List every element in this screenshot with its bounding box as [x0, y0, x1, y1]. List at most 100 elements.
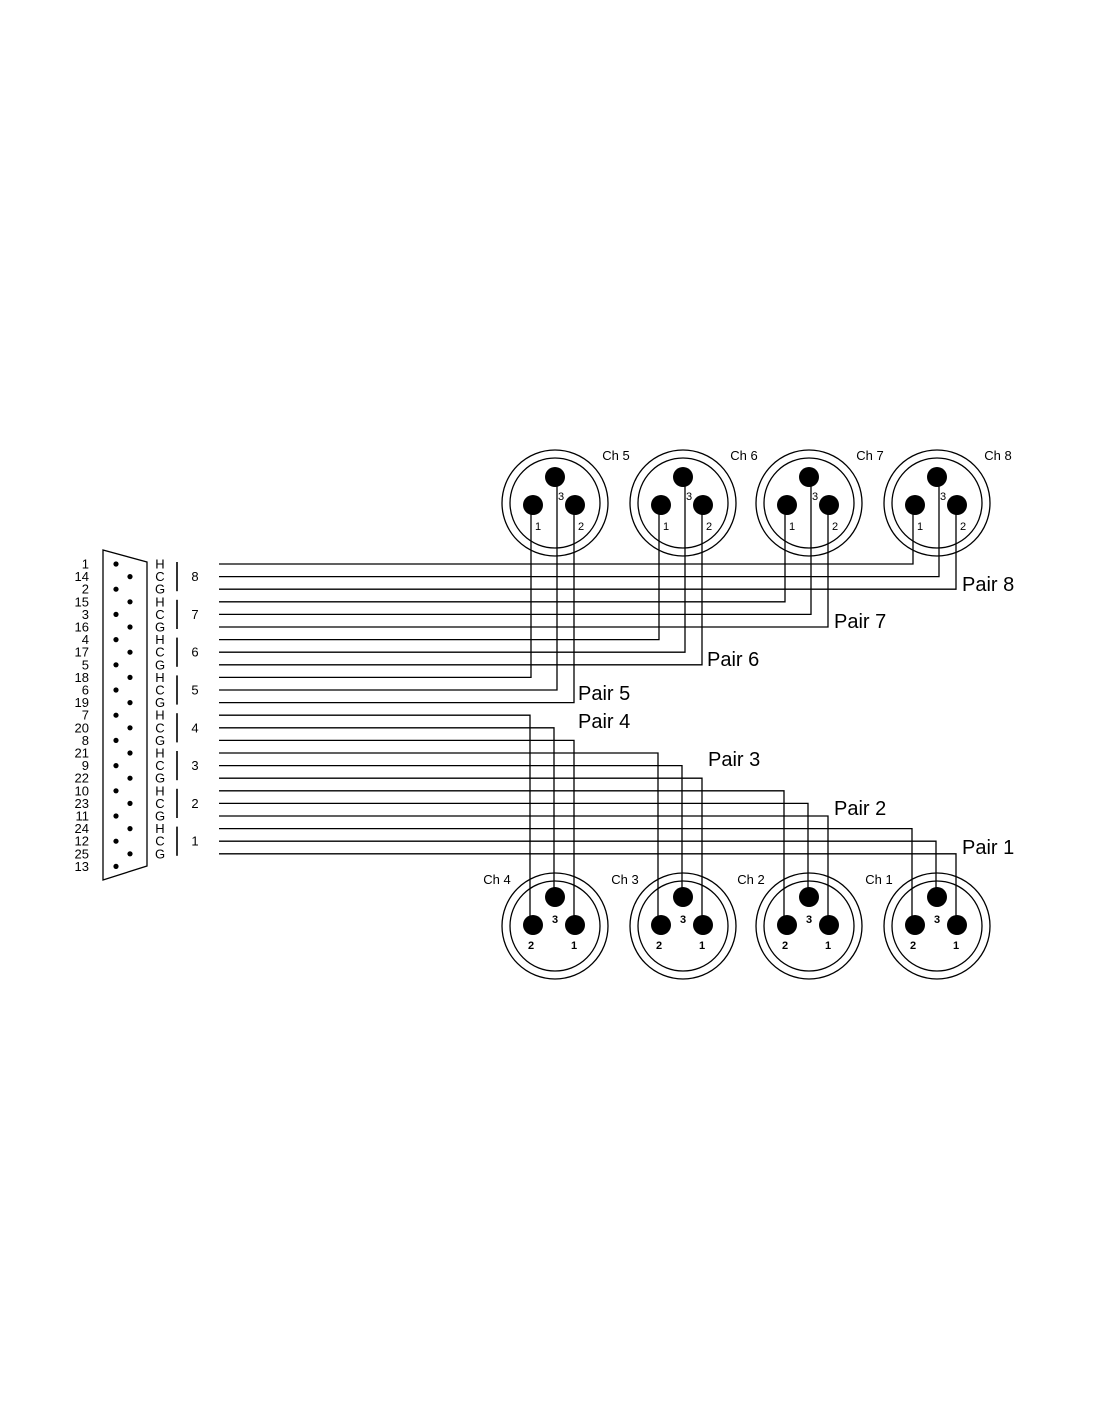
pair-label-2: Pair 2: [834, 798, 886, 820]
signal-label: G: [155, 620, 165, 635]
db25-pin: [127, 725, 133, 731]
wire: [219, 509, 957, 590]
xlr-pin-right: [565, 495, 585, 515]
db25-pin-label: 4: [82, 632, 89, 647]
xlr-pin-label: 3: [940, 491, 946, 503]
channel-label: Ch 2: [737, 872, 764, 887]
channel-label: Ch 7: [856, 448, 883, 463]
wire: [219, 509, 703, 666]
xlr-outer-ring: [501, 449, 609, 557]
xlr-pin-left: [905, 495, 925, 515]
pair-label-3: Pair 3: [708, 749, 760, 771]
db25-pin-label: 3: [82, 607, 89, 622]
signal-label: G: [155, 695, 165, 710]
db25-pin-label: 25: [75, 846, 89, 861]
db25-pin-label: 2: [82, 582, 89, 597]
xlr-pin-label: 1: [953, 940, 959, 952]
xlr-pin-label: 1: [699, 940, 705, 952]
db25-pin-label: 8: [82, 733, 89, 748]
xlr-pin-3: [927, 467, 947, 487]
xlr-pin-right: [819, 915, 839, 935]
xlr-outer-ring: [629, 872, 737, 980]
wire: [219, 509, 914, 565]
xlr-pin-right: [693, 495, 713, 515]
signal-label: H: [155, 594, 164, 609]
xlr-pin-left: [777, 915, 797, 935]
db25-pin: [113, 662, 119, 668]
xlr-pin-label: 1: [535, 521, 541, 533]
wire: [219, 739, 575, 920]
pair-label-7: Pair 7: [834, 611, 886, 633]
signal-label: C: [155, 834, 164, 849]
pair-label-5: Pair 5: [578, 683, 630, 705]
db25-pin: [127, 800, 133, 807]
xlr-pin-label: 2: [782, 940, 788, 952]
pair-number: 2: [191, 796, 198, 811]
db25-pin: [113, 611, 119, 618]
channel-label: Ch 5: [602, 448, 629, 463]
xlr-pin-left: [651, 495, 671, 515]
db25-pin-label: 13: [75, 859, 89, 874]
db25-pin: [113, 838, 119, 844]
xlr-pin-left: [523, 915, 543, 935]
db25-pin: [127, 624, 133, 630]
wire: [219, 777, 703, 920]
xlr-pin-label: 1: [825, 940, 831, 952]
db25-pin: [127, 851, 133, 857]
wire: [219, 752, 659, 920]
db25-pin: [113, 863, 119, 870]
xlr-outer-ring: [629, 449, 737, 557]
pair-label-4: Pair 4: [578, 711, 630, 733]
xlr-pin-3: [673, 467, 693, 487]
xlr-pin-label: 3: [558, 491, 564, 503]
xlr-pin-right: [819, 495, 839, 515]
xlr-pin-right: [693, 915, 713, 935]
xlr-inner-ring: [891, 880, 983, 972]
db25-pin-label: 12: [75, 834, 89, 849]
xlr-pin-label: 1: [789, 521, 795, 533]
xlr-outer-ring: [755, 872, 863, 980]
wire: [219, 509, 575, 704]
xlr-pin-label: 3: [806, 914, 812, 926]
wire: [219, 790, 785, 920]
db25-pin: [127, 826, 133, 832]
xlr-inner-ring: [763, 880, 855, 972]
signal-label: H: [155, 557, 164, 572]
db25-pin-label: 19: [75, 695, 89, 710]
signal-label: G: [155, 809, 165, 824]
xlr-pin-left: [777, 495, 797, 515]
wire: [219, 714, 531, 920]
db25-pin-label: 10: [75, 783, 89, 798]
xlr-outer-ring: [501, 872, 609, 980]
signal-label: C: [155, 758, 164, 773]
signal-label: H: [155, 821, 164, 836]
db25-pin: [113, 586, 119, 592]
wire: [219, 802, 809, 891]
db25-pin-label: 5: [82, 657, 89, 672]
pair-number: 5: [191, 683, 198, 698]
signal-label: H: [155, 783, 164, 798]
db25-pin: [127, 700, 133, 706]
signal-label: C: [155, 569, 164, 584]
xlr-pin-label: 2: [528, 940, 534, 952]
channel-label: Ch 8: [984, 448, 1011, 463]
xlr-pin-left: [651, 915, 671, 935]
signal-label: H: [155, 632, 164, 647]
wire: [219, 509, 660, 641]
xlr-inner-ring: [637, 880, 729, 972]
xlr-pin-label: 2: [910, 940, 916, 952]
db25-pin-label: 9: [82, 758, 89, 773]
xlr-pin-label: 1: [917, 521, 923, 533]
db25-pin: [127, 750, 133, 756]
wire: [219, 727, 555, 891]
db25-pin-label: 24: [75, 821, 89, 836]
db25-pin-label: 15: [75, 594, 89, 609]
wire: [219, 840, 937, 891]
db25-pin-label: 7: [82, 708, 89, 723]
